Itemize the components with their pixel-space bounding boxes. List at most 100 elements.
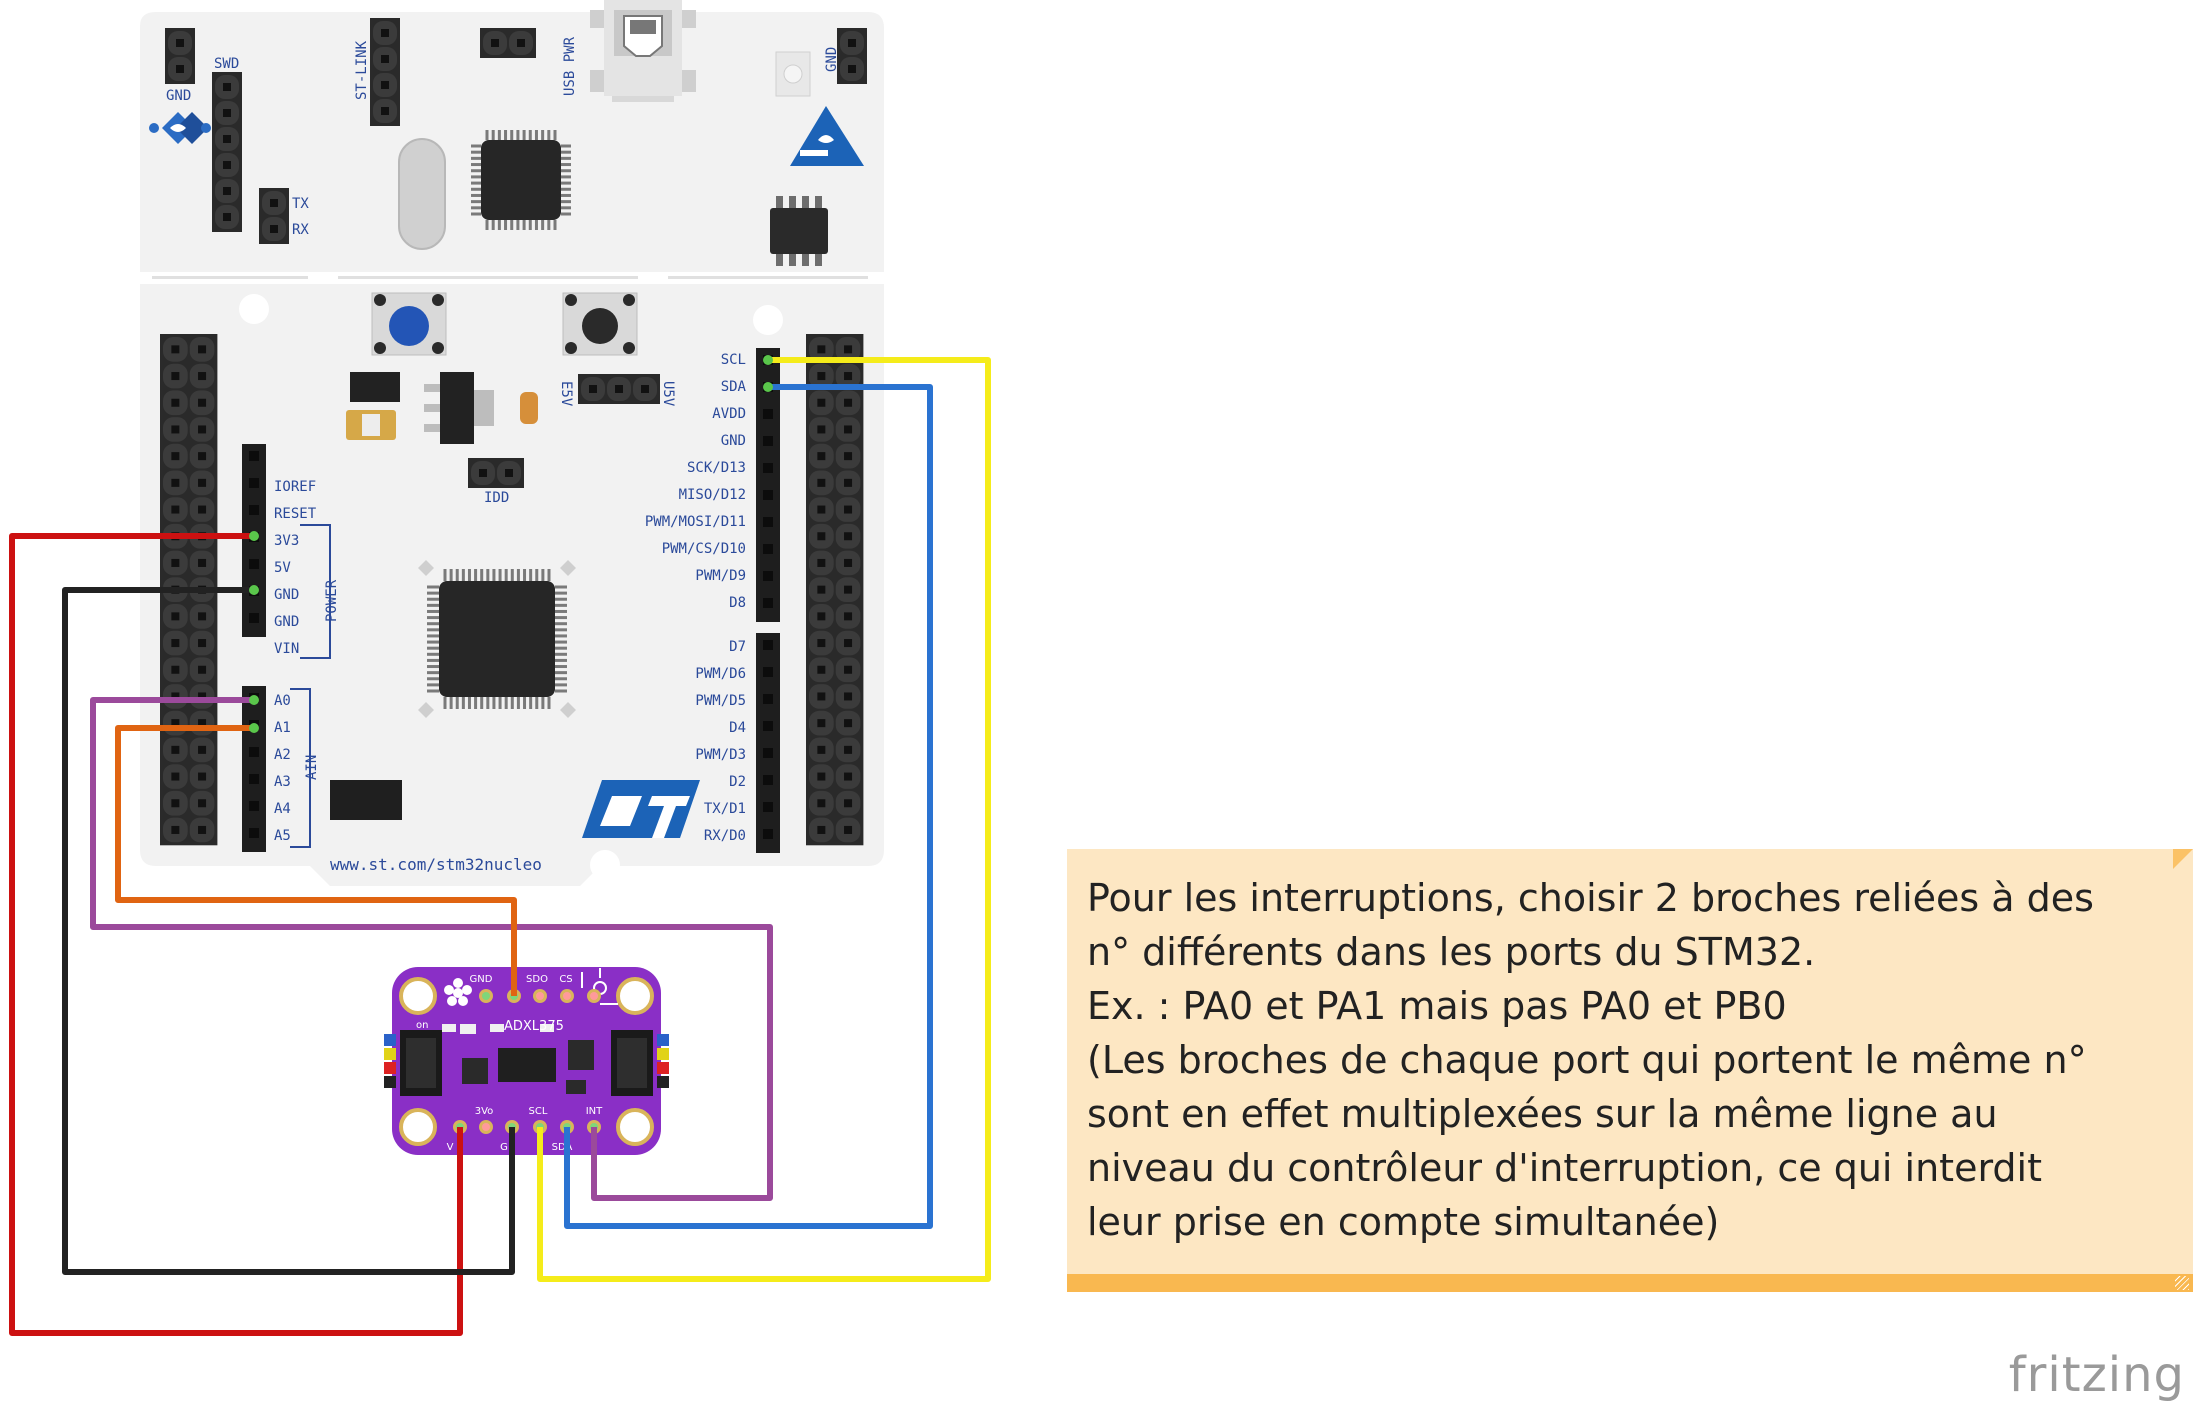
arduino-pin [763, 667, 773, 677]
swd-header [212, 72, 242, 232]
wire-scl[interactable] [537, 357, 991, 1282]
sensor-pin-label-cs: CS [559, 974, 572, 985]
arduino-pin [763, 775, 773, 785]
morpho-pin [189, 790, 215, 816]
morpho-pin [163, 363, 188, 389]
swd-label: SWD [214, 56, 239, 72]
wire-a1-sdo[interactable] [115, 725, 517, 996]
arduino-pin [763, 721, 773, 731]
sensor-pad [482, 992, 490, 1000]
morpho-pin [835, 817, 861, 843]
arduino-pin [763, 640, 773, 650]
tx-rx-header [259, 188, 289, 244]
morpho-pin [809, 497, 834, 522]
morpho-pin [189, 737, 215, 763]
crystal [398, 138, 446, 250]
note-line-3: Ex. : PA0 et PA1 mais pas PA0 et PB0 [1087, 984, 1787, 1028]
st-link-mcu-chip [471, 130, 571, 230]
morpho-pin [809, 523, 834, 549]
pin-label-gnd: GND [721, 433, 746, 449]
morpho-pin [189, 443, 215, 469]
morpho-pin [809, 684, 834, 709]
pin-label-vin: VIN [274, 641, 299, 657]
morpho-pin [163, 710, 188, 736]
user-button[interactable] [371, 292, 447, 356]
header-pin [168, 31, 192, 55]
wire-3v3-vin[interactable] [9, 533, 463, 1336]
morpho-pin [809, 630, 834, 656]
wire-sda[interactable] [564, 384, 933, 1229]
wires [9, 355, 991, 1336]
power-pin [249, 451, 259, 461]
stemma-connector-left [384, 1030, 442, 1096]
wire-gnd[interactable] [62, 587, 515, 1275]
note-line-6: niveau du contrôleur d'interruption, ce … [1087, 1146, 2042, 1190]
pin-label-a3: A3 [274, 774, 291, 790]
adxl375-chip [498, 1048, 556, 1082]
pin-label-gnd: GND [274, 614, 299, 630]
morpho-pin [163, 443, 188, 469]
arduino-pin [763, 829, 773, 839]
rx-label: RX [292, 222, 309, 238]
st-link-jumpers [370, 18, 400, 126]
morpho-pin [809, 470, 834, 496]
morpho-pin [163, 497, 188, 522]
pin-label-a5: A5 [274, 828, 291, 844]
morpho-pin [809, 337, 834, 362]
pin-label-5v: 5V [274, 560, 291, 576]
header-pin [262, 217, 286, 241]
reset-button[interactable] [562, 292, 638, 356]
morpho-pin [809, 443, 834, 469]
ain-pin [249, 801, 259, 811]
pin-label-rx-d0: RX/D0 [704, 828, 746, 844]
sensor-edge-label: SDA [552, 1142, 573, 1153]
morpho-pin [809, 417, 834, 442]
pin-label-3v3: 3V3 [274, 533, 299, 549]
st-link-logo-icon [149, 112, 211, 144]
morpho-pin [809, 550, 834, 576]
morpho-pin [189, 417, 215, 442]
gnd-jumper-left [165, 28, 195, 84]
morpho-pin [809, 657, 834, 683]
eeprom-chip [770, 196, 828, 266]
note-box: Pour les interruptions, choisir 2 broche… [1067, 849, 2193, 1292]
header-pin [497, 461, 521, 485]
pin-label-tx-d1: TX/D1 [704, 801, 746, 817]
morpho-pin [809, 790, 834, 816]
pin-label-pwm-d9: PWM/D9 [695, 568, 746, 584]
morpho-pin [809, 604, 834, 629]
note-resize-grip[interactable] [2175, 1276, 2189, 1290]
header-pin [581, 377, 605, 401]
morpho-pin [189, 604, 215, 629]
fritzing-logo: fritzing [2008, 1347, 2185, 1403]
gnd-right-label: GND [824, 47, 840, 72]
power-pin [249, 559, 259, 569]
e5v-u5v-jumper [578, 374, 660, 404]
pin-label-ioref: IOREF [274, 479, 316, 495]
usb-pwr-label: USB PWR [562, 36, 578, 96]
note-line-1: Pour les interruptions, choisir 2 broche… [1087, 876, 2094, 920]
pin-label-miso-d12: MISO/D12 [679, 487, 746, 503]
pin-label-a2: A2 [274, 747, 291, 763]
morpho-pin [809, 577, 834, 602]
sensor-pin-label-gnd: GND [470, 974, 493, 985]
morpho-pin [189, 363, 215, 389]
header-pin [483, 31, 507, 55]
wire-a0-int[interactable] [90, 697, 773, 1201]
header-pin [633, 377, 657, 401]
pin-label-d8: D8 [729, 595, 746, 611]
header-pin [471, 461, 495, 485]
morpho-pin [163, 470, 188, 496]
gnd-left-label: GND [166, 88, 191, 104]
pin-label-d7: D7 [729, 639, 746, 655]
morpho-pin [163, 657, 188, 683]
idd-jumper [468, 458, 524, 488]
st-logo-icon [582, 780, 700, 838]
morpho-pin [163, 417, 188, 442]
morpho-pin [835, 337, 861, 362]
arduino-pin [763, 802, 773, 812]
pin-label-a0: A0 [274, 693, 291, 709]
morpho-pin [163, 764, 188, 789]
arduino-pin [763, 571, 773, 581]
header-pin [215, 101, 239, 125]
